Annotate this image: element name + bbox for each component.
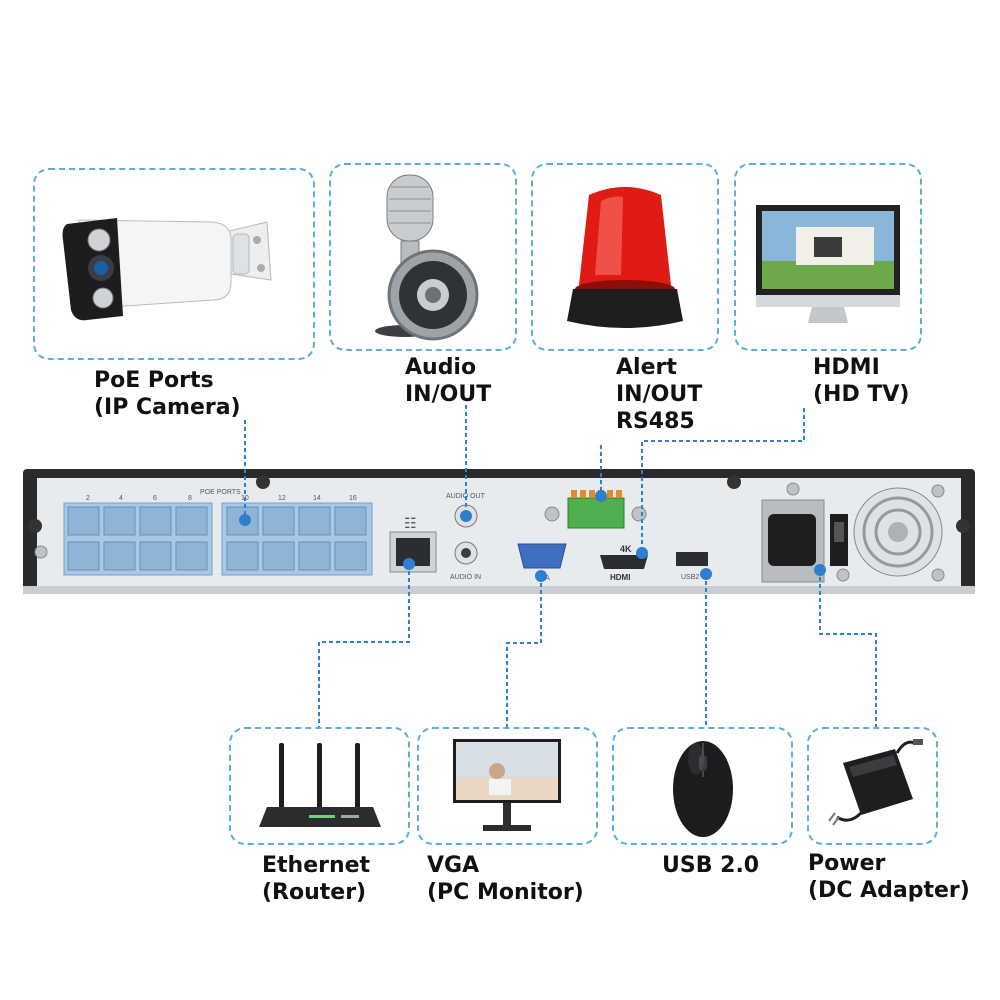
poe-ports <box>67 506 367 571</box>
alert-box <box>531 163 719 351</box>
alarm-siren-icon <box>567 187 683 328</box>
audio-in-jack-core <box>461 548 471 558</box>
label-vga: VGA(PC Monitor) <box>427 853 584 905</box>
label-usb: USB 2.0 <box>662 853 760 878</box>
connector-dots <box>239 490 826 582</box>
screw <box>931 484 945 498</box>
vga-port <box>517 543 567 569</box>
usb-port <box>676 552 708 566</box>
cooling-fan-ring <box>874 508 922 556</box>
screw <box>631 506 647 522</box>
screw <box>786 482 800 496</box>
port-number: 2 <box>86 495 90 502</box>
dc-adapter-icon <box>828 739 923 826</box>
screw <box>28 519 42 533</box>
audio-in-caption: AUDIO IN <box>450 574 481 581</box>
poe-ports-caption: POE PORTS <box>200 489 241 496</box>
screw <box>836 568 850 582</box>
port-number: 4 <box>119 495 123 502</box>
screw <box>544 506 560 522</box>
port-number: 14 <box>313 495 321 502</box>
label-ethernet: Ethernet(Router) <box>262 853 371 905</box>
vga-box <box>417 727 598 845</box>
usb-caption: USB2 <box>681 574 699 581</box>
power-box <box>807 727 938 845</box>
screw <box>34 545 48 559</box>
connector-lines <box>244 405 877 727</box>
hdmi-caption: HDMI <box>610 573 630 582</box>
screw <box>727 475 741 489</box>
screw <box>956 519 970 533</box>
label-poe: PoE Ports(IP Camera) <box>94 368 241 420</box>
tv-monitor-icon <box>756 205 900 323</box>
router-icon <box>259 743 381 827</box>
nvr-bottom-lip <box>23 586 975 594</box>
hdmi-box <box>734 163 922 351</box>
alarm-terminal-block <box>567 497 625 529</box>
usb-box <box>612 727 793 845</box>
network-icon: ☷ <box>404 515 417 531</box>
port-number: 16 <box>349 495 357 502</box>
ethernet-box <box>229 727 410 845</box>
port-number: 6 <box>153 495 157 502</box>
audio-box <box>329 163 517 351</box>
ip-camera-icon <box>62 218 272 321</box>
label-hdmi: HDMI(HD TV) <box>813 355 910 407</box>
4k-caption: 4K <box>620 544 632 554</box>
poe-box <box>33 168 315 360</box>
power-switch-rocker <box>834 522 844 542</box>
hdmi-port <box>600 555 648 569</box>
mouse-icon <box>673 741 733 837</box>
screw <box>256 475 270 489</box>
port-number: 12 <box>278 495 286 502</box>
pc-monitor-icon <box>453 739 561 831</box>
power-socket <box>768 514 816 566</box>
port-number: 8 <box>188 495 192 502</box>
label-power: Power(DC Adapter) <box>808 851 970 903</box>
cooling-fan-hub <box>888 522 908 542</box>
microphone-speaker-icon <box>375 174 479 341</box>
cooling-fan-ring <box>862 496 934 568</box>
screw <box>931 568 945 582</box>
